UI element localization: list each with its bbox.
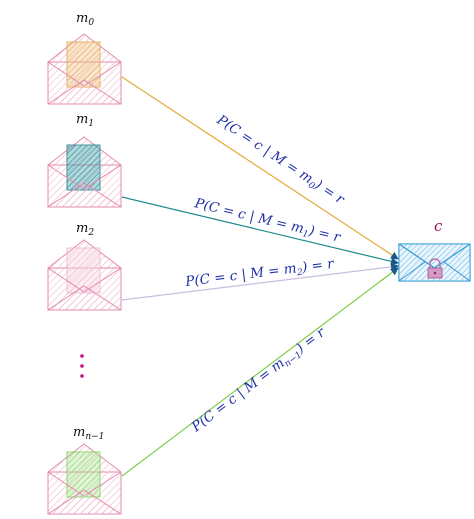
envelope-icon (47, 239, 122, 311)
message-label-m1: m1 (76, 112, 94, 129)
ciphertext: c (398, 217, 471, 282)
arrow-m1-to-c (121, 196, 399, 266)
ciphertext-label: c (434, 217, 443, 235)
envelope-icon (47, 443, 122, 515)
message-label-m2: m2 (76, 221, 94, 238)
vertical-ellipsis (80, 354, 84, 378)
message-mn-1: mn−1 (47, 425, 122, 515)
edge-label-m1: P(C = c | M = m1) = r (192, 195, 344, 248)
message-m2: m2 (47, 221, 122, 311)
envelope-icon (47, 136, 122, 208)
message-m0: m0 (47, 11, 122, 105)
message-label-m0: m0 (76, 11, 94, 28)
edge-label-mn1: P(C = c | M = mn−1) = r (188, 324, 331, 438)
edge-labels-layer: P(C = c | M = m0) = r P(C = c | M = m1) … (184, 111, 349, 438)
arrow-mn1-to-c (121, 267, 399, 477)
envelope-icon (47, 33, 122, 105)
arrow-m0-to-c (121, 76, 399, 260)
message-m1: m1 (47, 112, 122, 208)
lock-icon (427, 258, 443, 279)
arrows-layer (121, 76, 399, 477)
edge-label-m2: P(C = c | M = m2) = r (184, 256, 337, 292)
edge-label-m0: P(C = c | M = m0) = r (212, 111, 348, 210)
arrow-m2-to-c (121, 262, 399, 301)
message-label-mn-1: mn−1 (73, 425, 104, 442)
